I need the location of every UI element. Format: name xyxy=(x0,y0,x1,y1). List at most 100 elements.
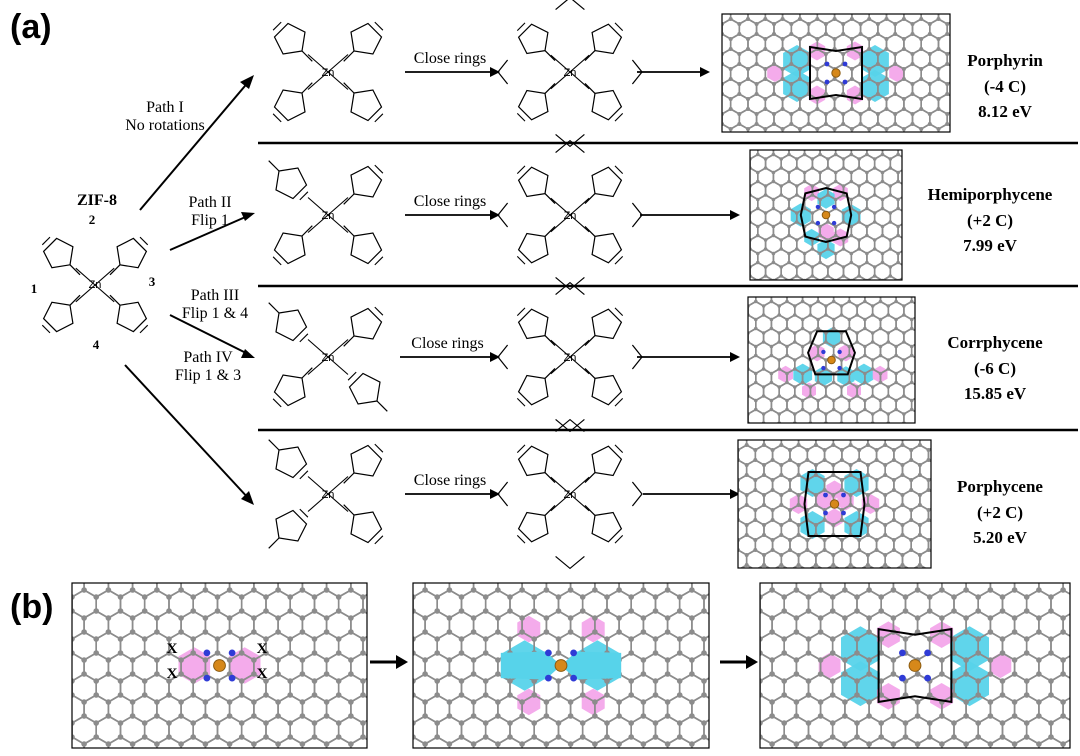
carbon-atom xyxy=(736,598,740,602)
result-4: Porphycene (+2 C) 5.20 eV xyxy=(930,474,1070,551)
result-3-energy: 15.85 eV xyxy=(963,384,1027,403)
imidazole-3 xyxy=(41,294,81,334)
nitrogen-atom xyxy=(815,204,821,210)
carbon-atom xyxy=(963,152,967,156)
carbon-atom xyxy=(740,306,744,310)
result-head-2 xyxy=(730,210,740,220)
carbon-atom xyxy=(928,306,932,310)
defect-outline xyxy=(807,330,856,376)
path-2-label: Path II Flip 1 xyxy=(170,194,250,231)
lattice-hex xyxy=(963,445,980,465)
carbon-atom xyxy=(372,615,378,621)
carbon-atom xyxy=(384,720,390,726)
imidazole-3 xyxy=(268,508,309,549)
carbon-atom xyxy=(57,573,63,579)
lattice-corrphycene xyxy=(738,291,951,439)
imidazole-4 xyxy=(109,294,149,334)
ring-linker xyxy=(555,133,585,148)
carbon-atom xyxy=(733,238,737,242)
carbon-atom xyxy=(928,171,932,175)
path-1-name: Path I xyxy=(146,99,184,116)
carbon-atom xyxy=(616,573,622,579)
lattice-hex xyxy=(716,611,740,639)
result-3-product: Corrphycene xyxy=(947,333,1043,352)
carbon-atom xyxy=(738,291,742,295)
lattice-hex xyxy=(712,550,729,570)
carbon-atom xyxy=(961,458,965,462)
carbon-atom xyxy=(483,566,489,572)
zn-n-bond xyxy=(569,476,590,495)
lattice-hex xyxy=(963,565,980,585)
carbon-atom xyxy=(398,587,404,593)
arrowhead-3 xyxy=(241,349,255,358)
lattice-hex xyxy=(946,81,950,97)
carbon-atom xyxy=(801,435,805,439)
carbon-atom xyxy=(733,292,737,296)
carbon-atom xyxy=(384,650,390,656)
carbon-atom xyxy=(920,166,924,170)
lattice-hex xyxy=(946,111,950,127)
zn-n-bond xyxy=(550,476,571,495)
carbon-atom xyxy=(738,399,742,403)
carbon-atom xyxy=(756,288,760,292)
lattice-inner xyxy=(760,566,1080,748)
carbon-atom xyxy=(928,2,932,6)
lattice-hex xyxy=(387,716,411,744)
lattice-hex xyxy=(413,722,414,738)
lattice-hex xyxy=(728,716,752,744)
lattice-hex xyxy=(973,124,990,144)
lattice-hex xyxy=(727,222,743,240)
lattice-hex xyxy=(748,386,749,397)
carbon-atom xyxy=(833,137,837,141)
nitrogen-atom xyxy=(203,674,211,682)
carbon-atom xyxy=(927,578,931,582)
carbon-atom xyxy=(1048,566,1054,572)
imidazole-ring xyxy=(350,511,383,544)
carbon-atom xyxy=(397,615,403,621)
close-rings-label-1: Close rings xyxy=(413,50,487,67)
carbon-atom xyxy=(919,157,923,161)
zn-n-bond xyxy=(550,339,571,358)
lattice-hex xyxy=(691,736,709,748)
lattice-hex xyxy=(922,155,938,173)
lattice-hex xyxy=(705,0,722,9)
close-rings-label-2: Close rings xyxy=(413,193,487,210)
nitrogen-atom xyxy=(924,674,931,682)
carbon-atom xyxy=(57,615,63,621)
carbon-atom xyxy=(935,274,939,278)
carbon-atom xyxy=(904,265,908,269)
carbon-atom xyxy=(81,573,87,579)
carbon-atom xyxy=(397,713,403,719)
lattice-hex xyxy=(375,611,399,639)
lattice-hex xyxy=(696,4,713,24)
lattice-hex xyxy=(935,302,951,320)
lattice-hex xyxy=(727,195,743,213)
carbon-atom xyxy=(745,433,749,437)
carbon-atom xyxy=(93,566,99,572)
imidazole-ring xyxy=(275,446,308,479)
lattice-hex xyxy=(1075,590,1080,618)
carbon-atom xyxy=(831,433,835,437)
lattice-hex xyxy=(1075,674,1080,702)
carbon-atom xyxy=(719,568,723,572)
carbon-atom xyxy=(348,573,354,579)
carbon-atom xyxy=(727,503,731,507)
lattice-inner xyxy=(398,548,752,748)
methyl-bond xyxy=(301,367,313,379)
carbon-atom xyxy=(904,274,908,278)
carbon-atom xyxy=(941,435,945,439)
carbon-atom xyxy=(988,573,994,579)
pyrrole-4 xyxy=(584,504,624,544)
carbon-atom xyxy=(727,583,731,587)
carbon-atom xyxy=(920,265,924,269)
lattice-hex xyxy=(704,548,728,576)
carbon-atom xyxy=(789,2,793,6)
carbon-atom xyxy=(746,7,750,11)
double-bond xyxy=(299,191,309,201)
carbon-atom xyxy=(711,77,715,81)
imidazole-2 xyxy=(109,236,149,276)
carbon-atom xyxy=(945,152,949,156)
result-1-carbon: (-4 C) xyxy=(983,76,1026,96)
carbon-atom xyxy=(818,288,822,292)
